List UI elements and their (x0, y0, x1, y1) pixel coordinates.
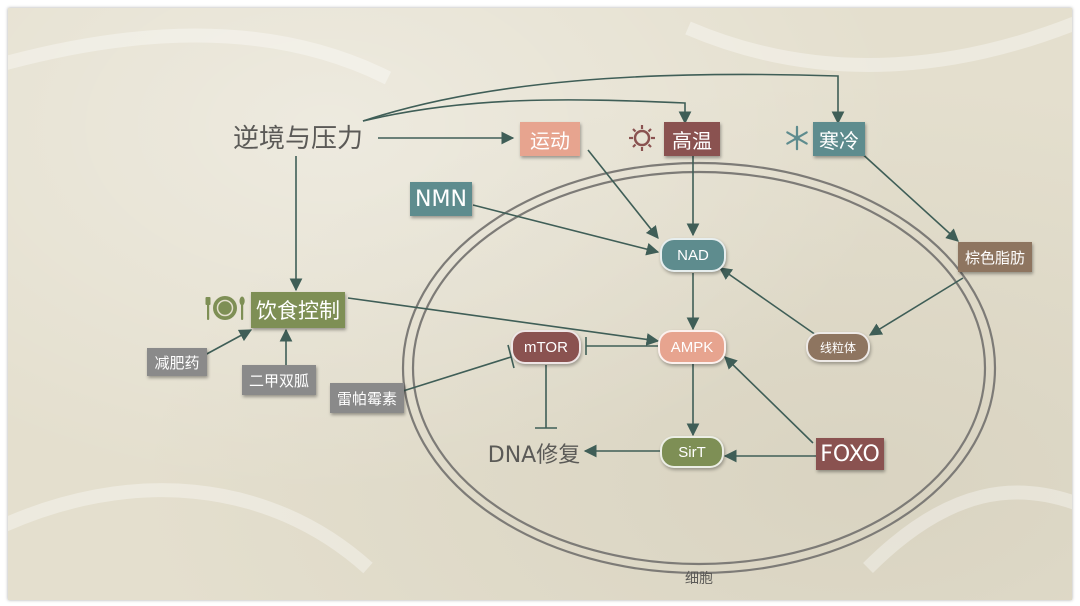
arrow-stress-cold (362, 73, 845, 125)
arrow-exercise-nad (587, 149, 659, 240)
heat-box: 高温 (664, 122, 720, 156)
arrow-cold-brownfat (857, 149, 959, 242)
snowflake-icon (786, 125, 808, 151)
inhibit-bar-rapamycin-mtor (507, 344, 515, 369)
arrow-foxo-ampk (724, 356, 814, 444)
stress-label: 逆境与压力 (232, 123, 363, 154)
background-swirl (8, 483, 373, 574)
background-swirl (685, 16, 1072, 72)
arrow-nmn-nad (472, 204, 660, 256)
arrow-diet-ampk (347, 297, 660, 346)
mtor-node: mTOR (511, 330, 581, 364)
nmn-box: NMN (410, 182, 472, 216)
plate-cutlery-icon (205, 296, 245, 320)
cold-box: 寒冷 (813, 122, 865, 156)
arrow-mitochondria-nad (718, 267, 817, 336)
weight-loss-drug-box: 减肥药 (147, 348, 207, 376)
cell-membrane-outer (401, 161, 997, 575)
sirt-node: SirT (660, 436, 724, 468)
arrow-weightlossdrug-diet (202, 329, 253, 357)
nad-node: NAD (660, 238, 726, 272)
diet-box: 饮食控制 (251, 292, 345, 328)
background-swirl (863, 485, 1072, 573)
metformin-box: 二甲双胍 (242, 365, 316, 395)
cell-label: 细胞 (685, 571, 713, 587)
sun-icon (629, 125, 655, 151)
arrow-stress-heat (362, 99, 692, 125)
ampk-node: AMPK (658, 330, 726, 364)
slide: 逆境与压力 运动 高温 寒冷 NMN 棕色脂肪 饮食控制 NAD mTOR (8, 8, 1072, 600)
foxo-box: FOXO (816, 438, 884, 470)
dna-repair-label: DNA修复 (487, 443, 581, 468)
pathway-diagram (8, 16, 1072, 575)
exercise-box: 运动 (520, 122, 580, 156)
cell-membrane-inner (411, 170, 987, 566)
brown-fat-box: 棕色脂肪 (958, 242, 1032, 272)
rapamycin-box: 雷帕霉素 (330, 383, 404, 413)
mitochondria-node: 线粒体 (806, 332, 870, 362)
background-swirl (8, 28, 392, 85)
inhibit-rapamycin-mtor (402, 356, 512, 392)
arrow-brownfat-mitochondria (868, 277, 964, 336)
